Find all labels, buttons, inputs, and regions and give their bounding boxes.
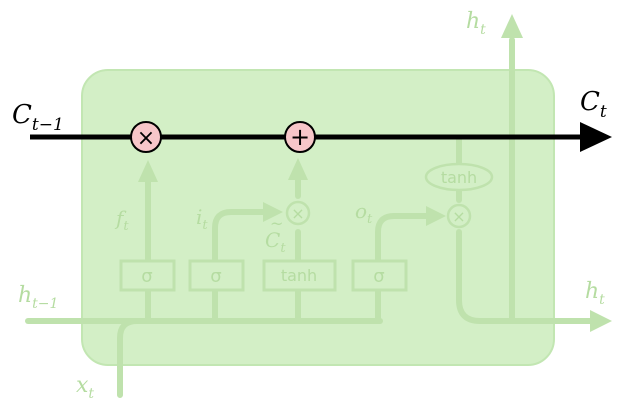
state-next-label: Ct [580, 87, 607, 122]
candidate-tanh-label: tanh [281, 266, 317, 285]
input-gate-label: it [196, 205, 208, 233]
hidden-prev-label: ht−1 [18, 283, 58, 312]
layer-labels: σ σ tanh σ [141, 266, 384, 287]
output-sigma-box [351, 259, 408, 292]
candidate-multiply-symbol: × [291, 204, 304, 223]
add-op [284, 121, 316, 153]
faded-math-labels: ft it Ct ~ ot ht−1 xt ht ht [18, 9, 605, 402]
output-multiply-symbol: × [452, 207, 465, 226]
output-tanh-op [424, 162, 494, 192]
input-sigma-box [188, 259, 245, 292]
hidden-out-right-label: ht [585, 279, 605, 308]
cell-state-arrowhead [580, 122, 612, 152]
forget-sigma-label: σ [141, 266, 152, 287]
state-prev-label: Ct−1 [12, 100, 64, 135]
output-gate-label: ot [355, 199, 373, 227]
candidate-label: Ct [265, 228, 286, 256]
input-x-label: xt [76, 373, 94, 402]
output-tanh-label: tanh [441, 168, 477, 187]
candidate-tanh-box [262, 259, 337, 292]
faded-arrowheads [138, 14, 612, 332]
forget-multiply-op [130, 121, 162, 153]
add-symbol: + [290, 123, 310, 151]
faded-op-labels: × × tanh [291, 168, 477, 226]
state-labels: Ct−1 Ct [12, 87, 607, 135]
hidden-out-top-label: ht [466, 9, 486, 38]
internal-flow-lines [25, 37, 595, 398]
input-sigma-label: σ [210, 266, 221, 287]
candidate-multiply-op [285, 200, 311, 226]
forget-multiply-symbol: × [137, 126, 155, 151]
faded-ops [285, 162, 494, 229]
state-op-symbols: × + [137, 123, 310, 151]
output-sigma-label: σ [373, 266, 384, 287]
layer-boxes [119, 259, 408, 292]
forget-sigma-box [119, 259, 176, 292]
candidate-tilde: ~ [270, 214, 283, 233]
output-multiply-op [446, 203, 472, 229]
